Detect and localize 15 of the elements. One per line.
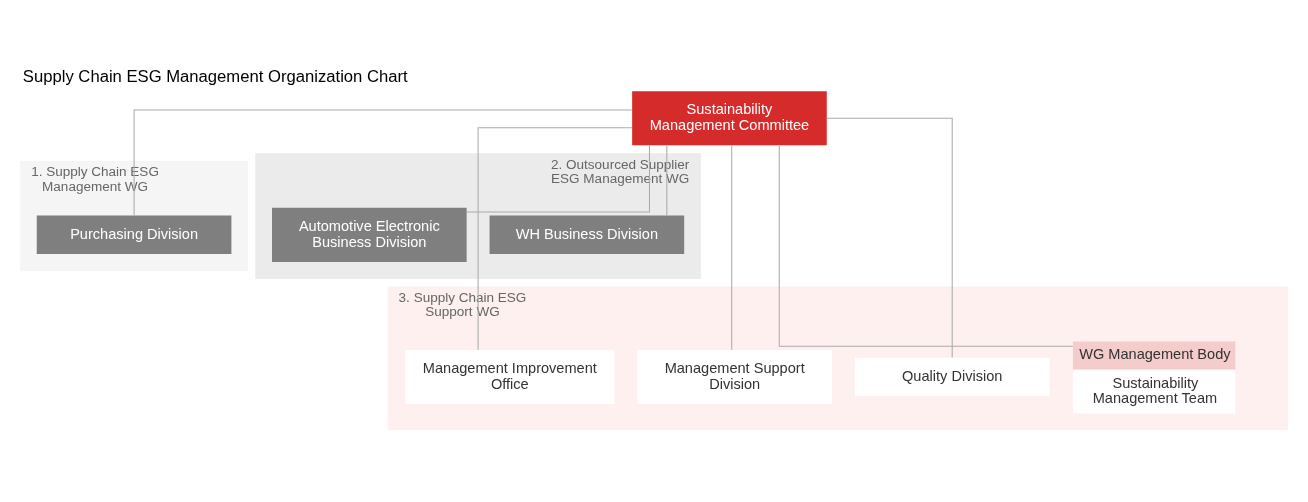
- node-box: Management Improvement Office: [405, 349, 615, 404]
- node-box: WH Business Division: [489, 215, 685, 255]
- node-box: Purchasing Division: [36, 215, 232, 255]
- connector: [666, 145, 668, 216]
- node-box: Quality Division: [854, 357, 1050, 397]
- node-box: Sustainability Management Committee: [632, 91, 827, 146]
- connector: [477, 127, 633, 351]
- node-box: Automotive Electronic Business Division: [272, 207, 467, 262]
- connector: [466, 144, 650, 213]
- diagram-title: Supply Chain ESG Management Organization Chart: [22, 66, 408, 86]
- connector: [731, 144, 733, 351]
- connector: [826, 117, 953, 358]
- connector: [778, 145, 1074, 347]
- node-box: Management Support Division: [637, 349, 832, 404]
- connector: [133, 109, 633, 216]
